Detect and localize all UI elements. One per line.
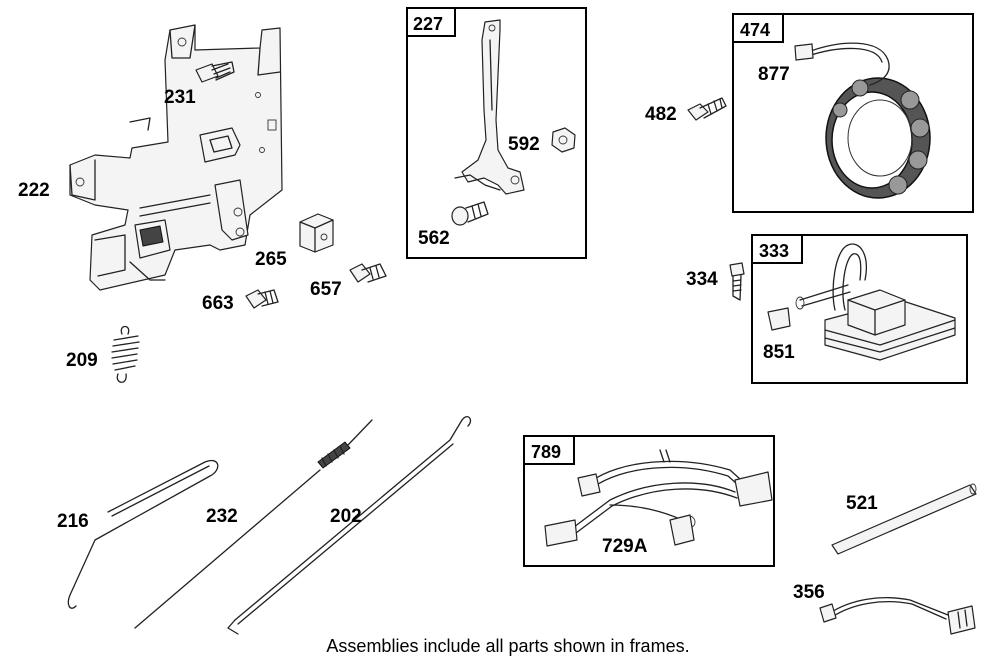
cable-232-drawing: [134, 419, 373, 629]
part-label-562: 562: [418, 228, 450, 249]
spring-209-drawing: [111, 325, 140, 383]
part-label-216: 216: [57, 511, 89, 532]
frame-label-227: 227: [413, 14, 443, 34]
part-label-202: 202: [330, 506, 362, 527]
control-bracket-drawing: [69, 24, 283, 291]
clip-265-drawing: [299, 213, 334, 253]
rod-202-drawing: [227, 416, 472, 635]
ignition-coil-333-drawing: [767, 243, 956, 361]
part-label-356: 356: [793, 582, 825, 603]
bolt-562-drawing: [451, 201, 489, 226]
part-label-729a: 729A: [602, 536, 648, 557]
part-label-482: 482: [645, 104, 677, 125]
part-label-209: 209: [66, 350, 98, 371]
alternator-474-drawing: [794, 42, 931, 199]
tube-521-drawing: [831, 483, 977, 555]
part-label-877: 877: [758, 64, 790, 85]
part-label-657: 657: [310, 279, 342, 300]
screw-231-drawing: [195, 61, 235, 83]
frame-label-789: 789: [531, 442, 561, 462]
part-label-334: 334: [686, 269, 718, 290]
governor-lever-227-drawing: [454, 19, 525, 195]
part-label-592: 592: [508, 134, 540, 155]
part-label-851: 851: [763, 342, 795, 363]
screw-657-drawing: [349, 263, 387, 283]
frame-label-474: 474: [740, 20, 770, 40]
part-label-521: 521: [846, 493, 878, 514]
screw-482-drawing: [687, 97, 727, 121]
part-label-231: 231: [164, 87, 196, 108]
nut-592-drawing: [551, 127, 576, 153]
part-label-232: 232: [206, 506, 238, 527]
part-label-663: 663: [202, 293, 234, 314]
part-label-222: 222: [18, 180, 50, 201]
link-216-drawing: [67, 459, 219, 609]
wire-harness-789-drawing: [544, 449, 773, 547]
frame-label-333: 333: [759, 241, 789, 261]
caption: Assemblies include all parts shown in fr…: [326, 636, 689, 656]
frame-789: [523, 435, 775, 567]
wire-356-drawing: [819, 597, 976, 635]
part-label-265: 265: [255, 249, 287, 270]
screw-334-drawing: [729, 262, 745, 301]
screw-663-drawing: [245, 289, 279, 309]
